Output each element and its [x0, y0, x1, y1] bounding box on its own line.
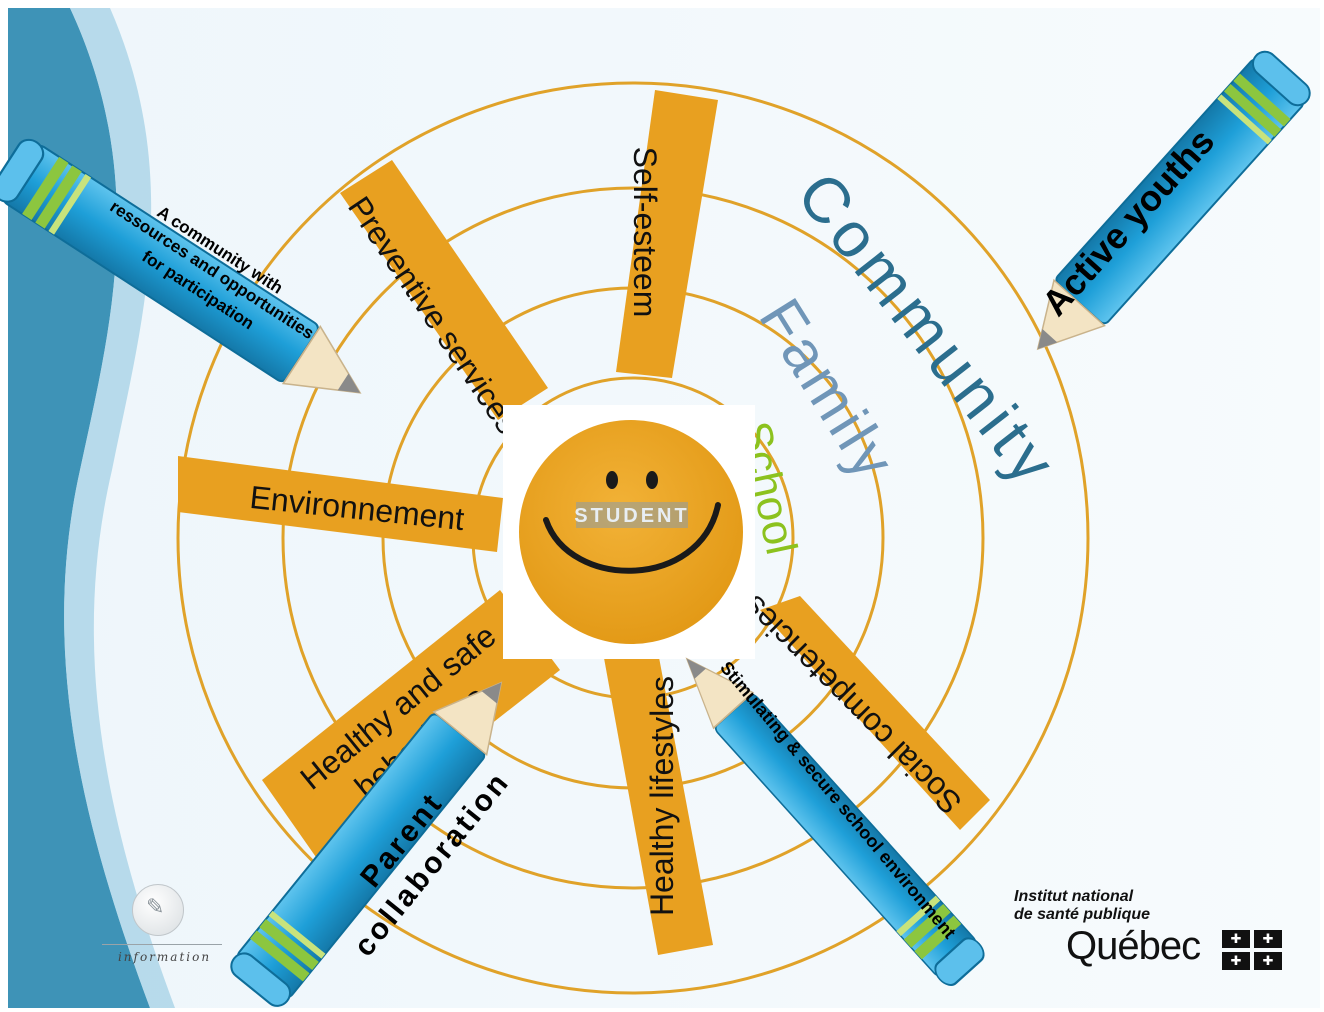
ring-family	[281, 186, 985, 890]
beam-healthy-lifestyles: Healthy lifestyles	[604, 652, 713, 955]
smiley-mouth	[543, 502, 721, 574]
beam-environnement: Environnement	[178, 456, 503, 552]
information-logo: ✎ information	[102, 880, 232, 970]
quebec-flag-icon: ✚ ✚ ✚ ✚	[1222, 930, 1284, 970]
information-logo-label: information	[117, 950, 212, 964]
smiley-right-eye	[646, 471, 658, 489]
student-center: STUDENT	[503, 405, 755, 659]
inspq-line2: de santé publique	[1014, 906, 1151, 923]
information-logo-circle	[132, 884, 184, 936]
inspq-line1: Institut national	[1014, 888, 1134, 905]
inspq-quebec: Québec	[1066, 924, 1201, 968]
beam-lifestyles-label: Healthy lifestyles	[644, 676, 680, 916]
beam-self-esteem-label: Self-esteem	[627, 147, 663, 318]
smiley-left-eye	[606, 471, 618, 489]
ring-community	[176, 81, 1090, 995]
smiley-face	[519, 420, 743, 644]
beam-self-esteem: Self-esteem	[616, 90, 718, 378]
inspq-logo: Institut national de santé publique Québ…	[1010, 888, 1310, 988]
information-logo-rule	[102, 944, 222, 945]
feather-icon: ✎	[146, 894, 165, 919]
student-label: STUDENT	[574, 505, 689, 527]
